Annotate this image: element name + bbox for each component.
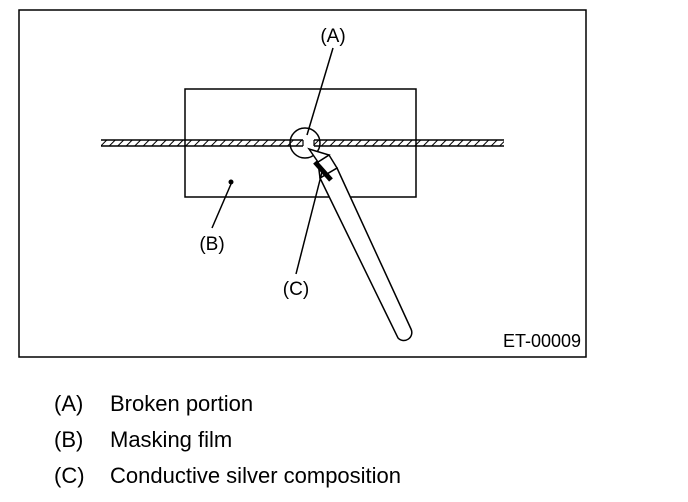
- legend-item-b: (B) Masking film: [54, 422, 654, 458]
- diagram-frame: [18, 9, 587, 358]
- callout-label-a: (A): [320, 26, 345, 47]
- callout-label-c: (C): [283, 279, 309, 300]
- legend-text: Masking film: [110, 427, 233, 452]
- legend-key: (A): [54, 391, 84, 416]
- figure-code: ET-00009: [503, 331, 581, 351]
- legend-text: Conductive silver composition: [110, 463, 402, 488]
- leader-lines: [211, 47, 334, 275]
- legend-item-a: (A) Broken portion: [54, 386, 654, 422]
- legend: (A) Broken portion (B) Masking film (C) …: [54, 386, 654, 494]
- legend-key: (B): [54, 427, 84, 452]
- callout-label-b: (B): [199, 234, 224, 255]
- legend-key: (C): [54, 463, 85, 488]
- broken-portion-circle: [289, 127, 321, 159]
- repair-diagram: (A) (B) (C) ET-00009: [18, 9, 587, 358]
- legend-item-c: (C) Conductive silver composition: [54, 458, 654, 494]
- applicator-pen: [307, 147, 413, 342]
- broken-portion-gap: [302, 138, 315, 148]
- legend-text: Broken portion: [110, 391, 254, 416]
